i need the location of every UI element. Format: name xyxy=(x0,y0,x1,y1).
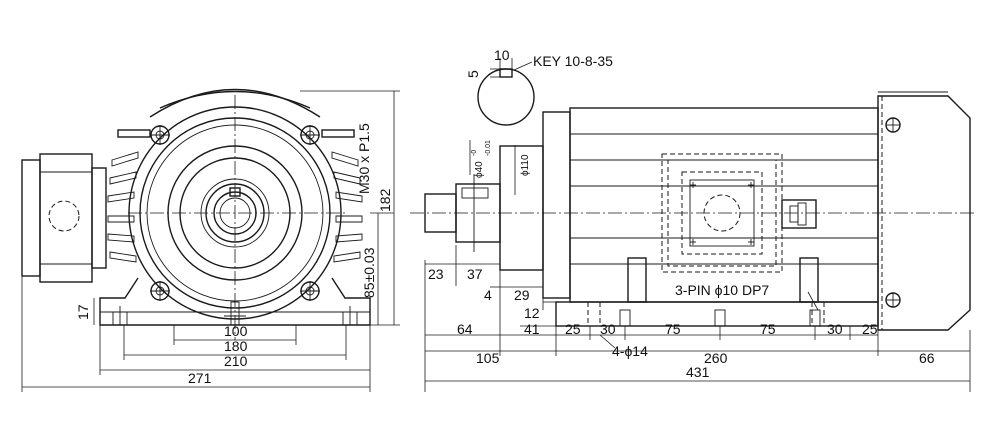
dim-height-182: 182 xyxy=(377,188,393,212)
flange-bolts xyxy=(150,125,320,301)
dim-75-right: 75 xyxy=(760,321,776,337)
dim-431: 431 xyxy=(686,364,710,380)
dim-37: 37 xyxy=(467,266,483,282)
side-dimensions xyxy=(424,140,971,392)
dim-25-left: 25 xyxy=(565,321,581,337)
dim-30-left: 30 xyxy=(600,321,616,337)
dim-foot-thickness: 17 xyxy=(75,304,91,320)
terminal-box xyxy=(21,153,107,283)
key-depth: 5 xyxy=(465,70,481,78)
shaft-tolerance-upper: -0 xyxy=(471,150,478,156)
key-detail xyxy=(477,58,535,126)
dim-4: 4 xyxy=(484,287,492,303)
motor-body xyxy=(499,107,879,303)
dim-41: 41 xyxy=(524,321,540,337)
side-feet xyxy=(555,257,879,327)
flange-dia-label: ϕ110 xyxy=(520,154,531,176)
dim-overall-271: 271 xyxy=(188,370,212,386)
dim-25-right: 25 xyxy=(862,321,878,337)
front-dimensions xyxy=(21,90,400,392)
dim-shaft-height: 85±0.03 xyxy=(361,247,377,298)
shaft-tolerance-lower: -0.01 xyxy=(485,140,492,156)
dim-64: 64 xyxy=(457,321,473,337)
dim-23: 23 xyxy=(428,266,444,282)
hole-label: 4-ϕ14 xyxy=(612,343,648,359)
side-view: 10 5 KEY 10-8-35 xyxy=(356,47,975,392)
thread-label: M30 x P1.5 xyxy=(356,123,372,194)
dim-260: 260 xyxy=(704,350,728,366)
dim-width-180: 180 xyxy=(224,338,248,354)
dim-30-right: 30 xyxy=(827,321,843,337)
dim-bolt-spacing: 100 xyxy=(224,323,248,339)
dim-29: 29 xyxy=(514,287,530,303)
dim-width-210: 210 xyxy=(224,353,248,369)
shaft-dia-label: ϕ40 xyxy=(474,161,485,178)
pin-label: 3-PIN ϕ10 DP7 xyxy=(675,282,769,298)
dim-75-left: 75 xyxy=(665,321,681,337)
dim-12: 12 xyxy=(524,305,540,321)
cooling-fins xyxy=(107,151,363,263)
key-width: 10 xyxy=(494,47,510,63)
dim-105: 105 xyxy=(476,350,500,366)
fan-cover xyxy=(877,91,971,331)
key-label: KEY 10-8-35 xyxy=(533,53,613,69)
front-view: 100 180 210 271 17 85±0.03 182 xyxy=(21,88,400,392)
dim-66: 66 xyxy=(919,350,935,366)
motor-base xyxy=(99,277,371,326)
